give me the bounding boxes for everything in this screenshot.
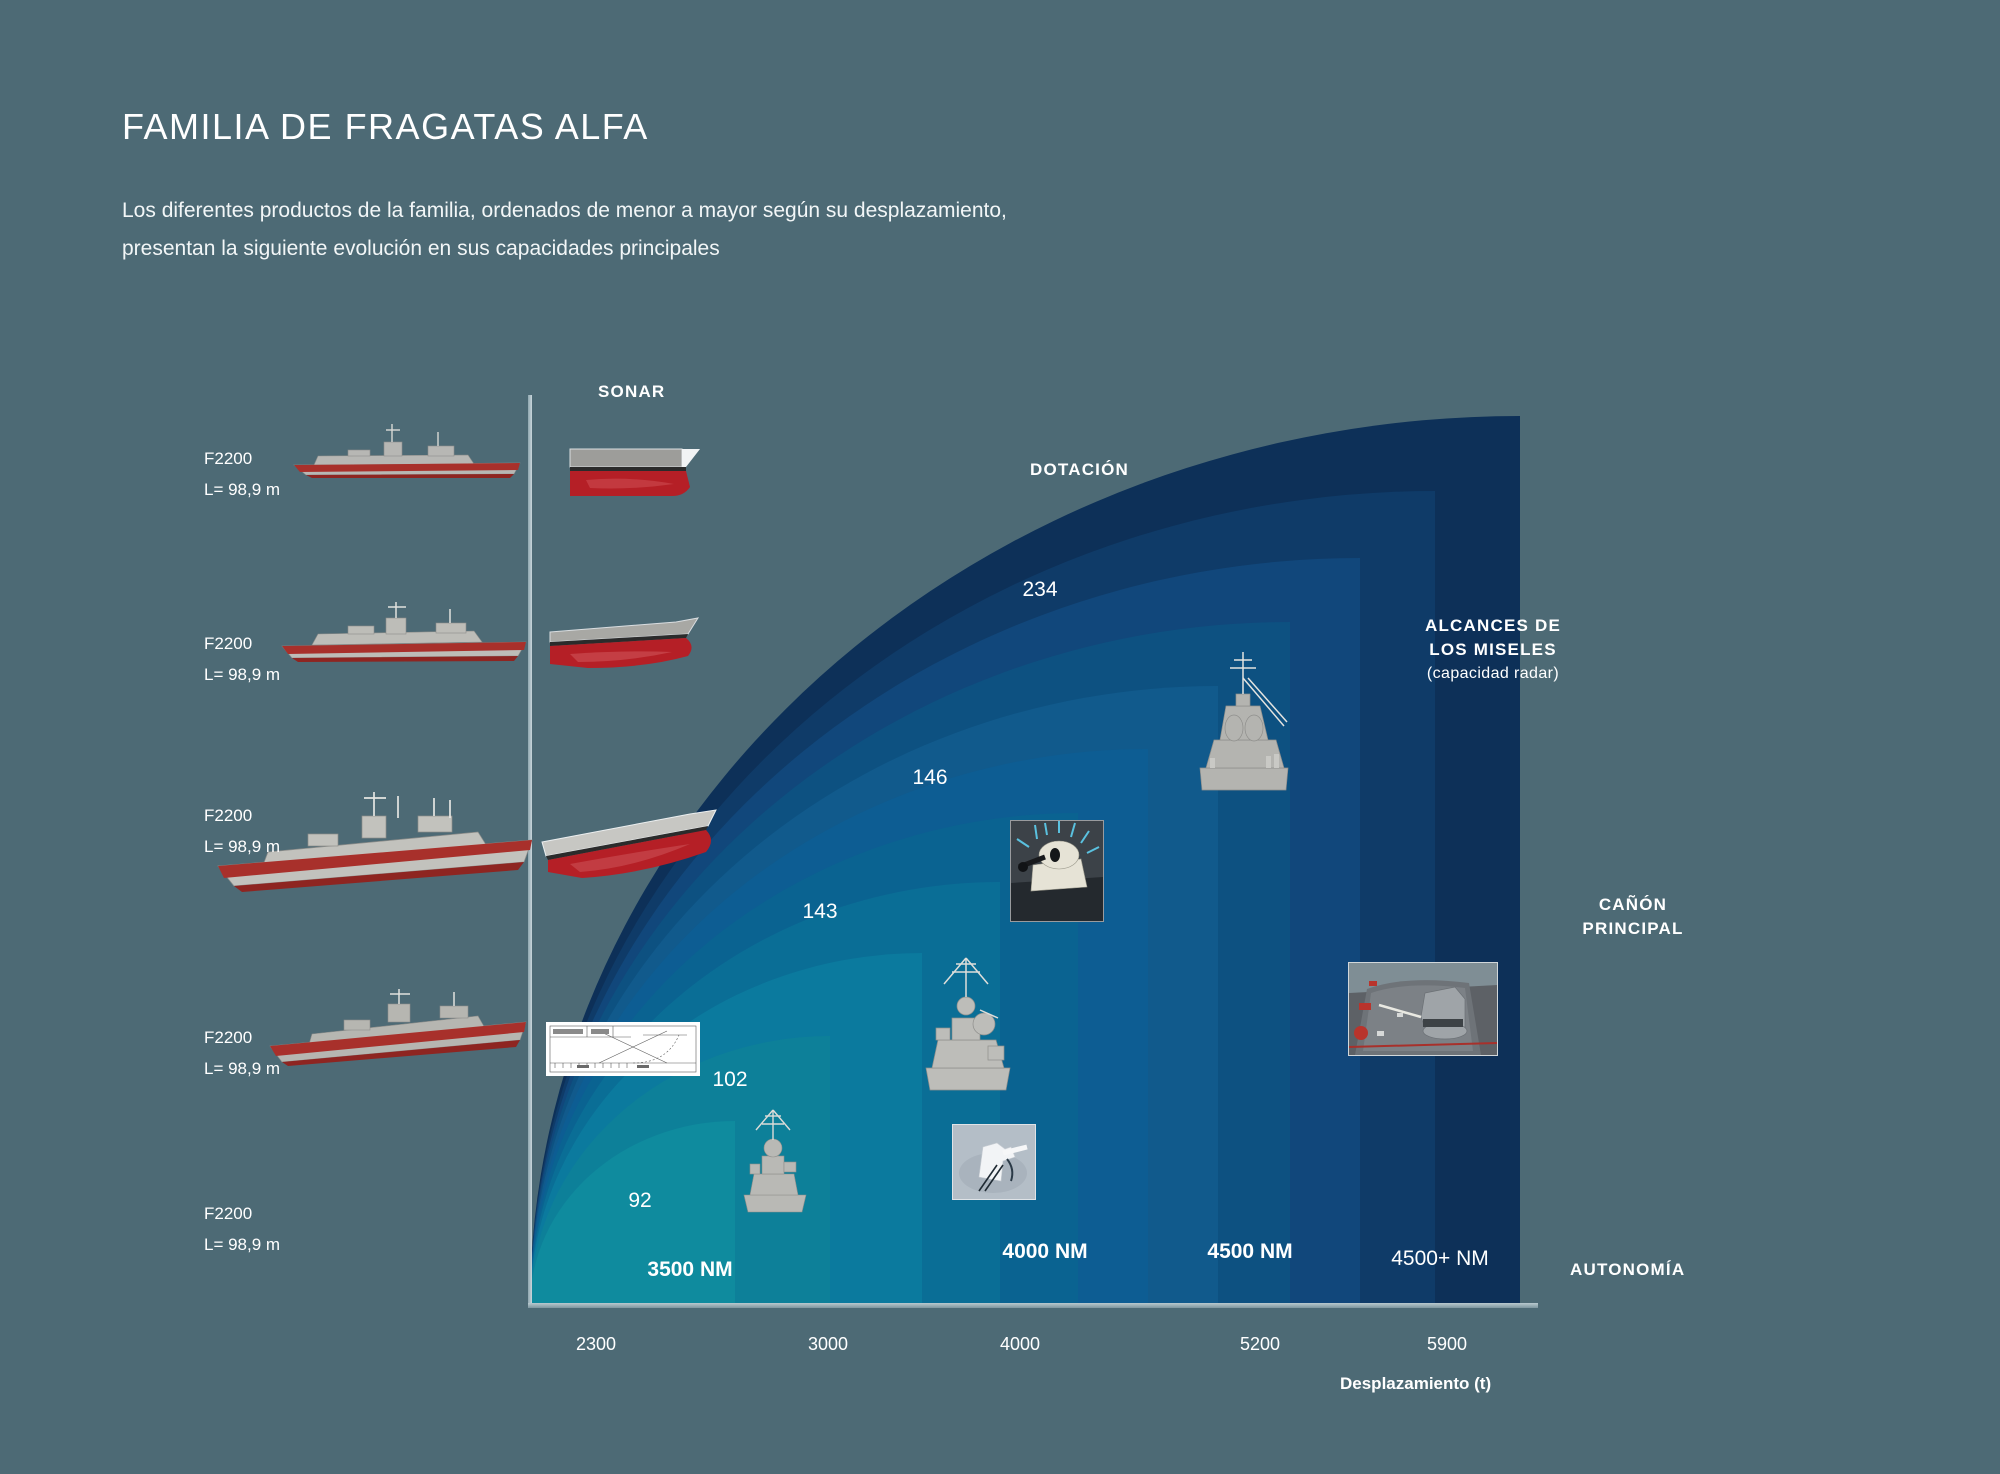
x-tick-3000: 3000 <box>807 1334 849 1354</box>
ship-length-2: L= 98,9 m <box>204 837 281 856</box>
caption-autonomia: AUTONOMÍA <box>1570 1260 1686 1279</box>
ship-label-4: F2200 L= 98,9 m <box>204 1022 280 1084</box>
ship-model-2: F2200 <box>204 806 253 825</box>
mast-superstructure-medium <box>925 957 1011 1091</box>
ship-model-4: F2200 <box>204 1204 253 1223</box>
dotacion-value-5900: 234 <box>1022 578 1058 601</box>
dotacion-value-3000: 102 <box>712 1068 748 1091</box>
autonomia-value-4500: 4500 NM <box>1207 1240 1293 1263</box>
ship-model-1: F2200 <box>204 634 253 653</box>
autonomia-value-3500: 3500 NM <box>647 1258 733 1281</box>
x-tick-5200: 5200 <box>1239 1334 1281 1354</box>
x-axis-line <box>528 1303 1538 1308</box>
caption-canon-line-2: PRINCIPAL <box>1582 919 1684 938</box>
autonomia-value-4500-plus: 4500+ NM <box>1391 1247 1489 1270</box>
main-gun-turret-photo <box>952 1124 1036 1200</box>
ship-label-1: F2200 L= 98,9 m <box>204 443 280 505</box>
ship-profile-1 <box>293 424 521 478</box>
x-tick-5900: 5900 <box>1426 1334 1468 1354</box>
autonomia-value-4000: 4000 NM <box>1002 1240 1088 1263</box>
ciws-weapon-photo <box>1010 820 1104 922</box>
caption-dotacion: DOTACIÓN <box>1030 460 1129 479</box>
ship-length-0: L= 98,9 m <box>204 480 281 499</box>
dotacion-value-4000: 143 <box>802 900 838 923</box>
ship-profile-4 <box>269 989 527 1066</box>
caption-misiles-sub: (capacidad radar) <box>1426 665 1560 682</box>
page-title: FAMILIA DE FRAGATAS ALFA <box>122 106 649 147</box>
main-gun-bow-photo <box>1348 962 1498 1056</box>
x-tick-4000: 4000 <box>999 1334 1041 1354</box>
ship-label-2: F2200 L= 98,9 m <box>204 628 280 690</box>
ship-model-0: F2200 <box>204 449 253 468</box>
dotacion-value-5200: 146 <box>912 766 948 789</box>
ship-length-4: L= 98,9 m <box>204 1235 281 1254</box>
sonar-technical-drawing <box>546 1022 700 1076</box>
x-tick-2300: 2300 <box>575 1334 617 1354</box>
sonar-bow-3 <box>541 809 717 878</box>
page-subtitle: Los diferentes productos de la familia, … <box>122 192 1422 268</box>
sonar-bow-2 <box>549 617 700 668</box>
sonar-bow-1 <box>569 448 700 496</box>
subtitle-line-2: presentan la siguiente evolución en sus … <box>122 237 720 260</box>
mast-superstructure-small <box>743 1109 807 1213</box>
caption-sonar: SONAR <box>598 382 666 401</box>
ship-model-3: F2200 <box>204 1028 253 1047</box>
caption-canon-principal: CAÑÓN PRINCIPAL <box>1538 893 1728 941</box>
ship-label-5: F2200 L= 98,9 m <box>204 1198 280 1260</box>
dotacion-value-2300: 92 <box>628 1189 652 1212</box>
caption-misiles-line-2: LOS MISELES <box>1429 640 1557 659</box>
ship-length-3: L= 98,9 m <box>204 1059 281 1078</box>
mast-superstructure-large <box>1199 652 1289 791</box>
ship-profile-3 <box>217 792 533 892</box>
ship-label-3: F2200 L= 98,9 m <box>204 800 280 862</box>
x-axis-title: Desplazamiento (t) <box>1340 1374 1492 1393</box>
caption-alcances-misiles: ALCANCES DE LOS MISELES (capacidad radar… <box>1348 614 1638 686</box>
ship-profile-2 <box>281 602 527 662</box>
caption-misiles-line-1: ALCANCES DE <box>1425 616 1561 635</box>
subtitle-line-1: Los diferentes productos de la familia, … <box>122 199 1007 222</box>
y-axis-line <box>528 395 532 1307</box>
caption-canon-line-1: CAÑÓN <box>1598 895 1668 914</box>
ship-length-1: L= 98,9 m <box>204 665 281 684</box>
